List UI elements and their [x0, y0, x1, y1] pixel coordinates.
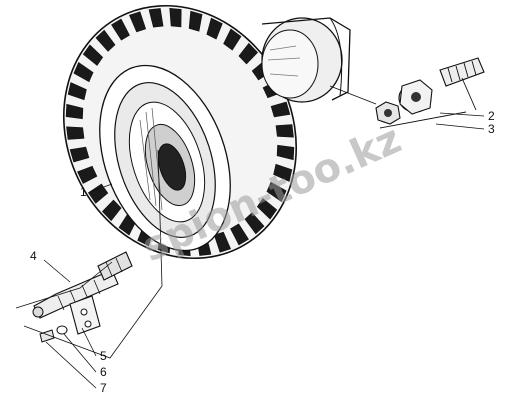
tread-block — [69, 146, 90, 163]
tread-block — [270, 101, 291, 118]
tread-block — [169, 7, 182, 28]
callout-6: 6 — [100, 365, 107, 379]
tread-block — [275, 124, 294, 138]
rim — [114, 81, 216, 239]
tread-block — [276, 144, 295, 161]
tread-block — [223, 28, 242, 51]
tire-assembly — [62, 4, 298, 260]
tread-block — [66, 126, 85, 140]
tread-block — [256, 198, 278, 220]
tread-block — [148, 8, 164, 28]
tread-block — [273, 163, 293, 182]
tread-block — [188, 10, 203, 32]
tread-block — [238, 42, 259, 65]
tread-block — [101, 199, 122, 222]
tread-block — [67, 82, 87, 101]
callout-1: 1 — [80, 185, 87, 199]
tread-block — [230, 223, 249, 246]
tire-tread — [65, 7, 295, 257]
nut-small — [375, 101, 401, 125]
leader-lines — [43, 112, 485, 389]
tread-block — [128, 11, 147, 33]
callout-5: 5 — [100, 349, 107, 363]
washer — [56, 325, 68, 335]
tread-block — [65, 103, 84, 120]
valve-assembly — [15, 149, 163, 359]
tread-block — [73, 62, 94, 83]
hub-cap — [261, 17, 351, 103]
tread-block — [77, 165, 98, 184]
valve-stem-long — [32, 269, 119, 319]
valve-bracket — [69, 295, 101, 335]
callout-3: 3 — [488, 122, 495, 136]
callout-2: 2 — [488, 109, 495, 123]
valve-extension — [97, 251, 133, 281]
tread-block — [95, 29, 116, 52]
tread-block — [206, 17, 223, 40]
callouts: 1 2 3 4 5 6 7 — [30, 109, 495, 395]
callout-7: 7 — [100, 381, 107, 395]
wheel-stud — [439, 57, 485, 87]
tread-block — [111, 18, 130, 41]
tread-block — [87, 183, 109, 204]
flange-nut — [398, 79, 433, 115]
tread-block — [82, 44, 104, 66]
tread-block — [266, 181, 287, 202]
callout-4: 4 — [30, 249, 37, 263]
fastener-group-right — [329, 57, 485, 129]
tread-block — [244, 212, 265, 235]
